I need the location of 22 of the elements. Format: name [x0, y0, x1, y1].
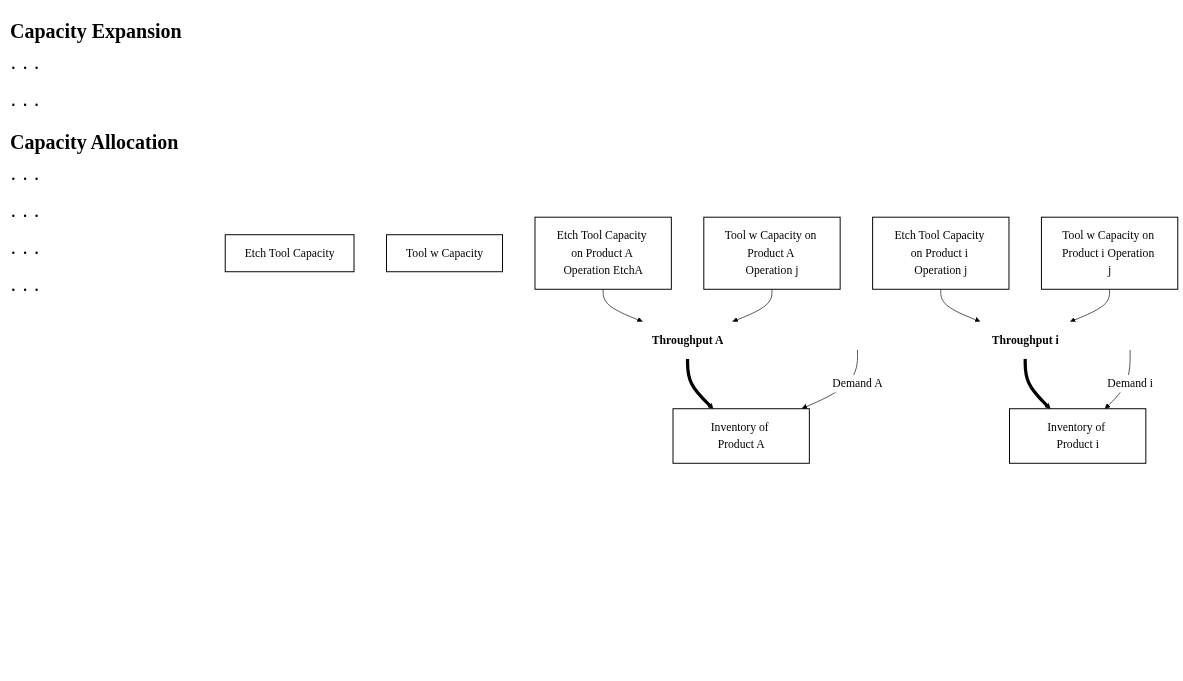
node-box: Tool w Capacity: [386, 234, 503, 273]
node-text: Throughput i: [991, 333, 1059, 347]
node-box: Tool w Capacity on Product A Operation j: [703, 216, 841, 290]
node-box: Etch Tool Capacity: [224, 234, 355, 273]
arrow: [685, 359, 714, 410]
ellipsis-text: · · ·: [10, 205, 41, 228]
node-box: Etch Tool Capacity on Product A Operation EtchA: [534, 216, 672, 290]
node-text: Throughput A: [651, 333, 724, 347]
edge-label: Demand A: [832, 377, 883, 391]
arrow: [1023, 359, 1051, 410]
node-box: Inventory of Product A: [672, 408, 810, 465]
ellipsis-text: · · ·: [10, 242, 41, 265]
edge-label: Demand i: [1107, 377, 1154, 391]
level-label: Capacity Allocation: [10, 131, 180, 154]
level-label: Capacity Expansion: [10, 20, 183, 43]
node-box: Tool w Capacity on Product i Operation j: [1040, 216, 1179, 290]
ellipsis-text: · · ·: [10, 279, 41, 302]
ellipsis-text: · · ·: [10, 57, 41, 80]
node-box: Inventory of Product i: [1009, 408, 1147, 465]
ellipsis-text: · · ·: [10, 168, 41, 191]
node-box: Etch Tool Capacity on Product i Operation j: [872, 216, 1010, 290]
ellipsis-text: · · ·: [10, 94, 41, 117]
